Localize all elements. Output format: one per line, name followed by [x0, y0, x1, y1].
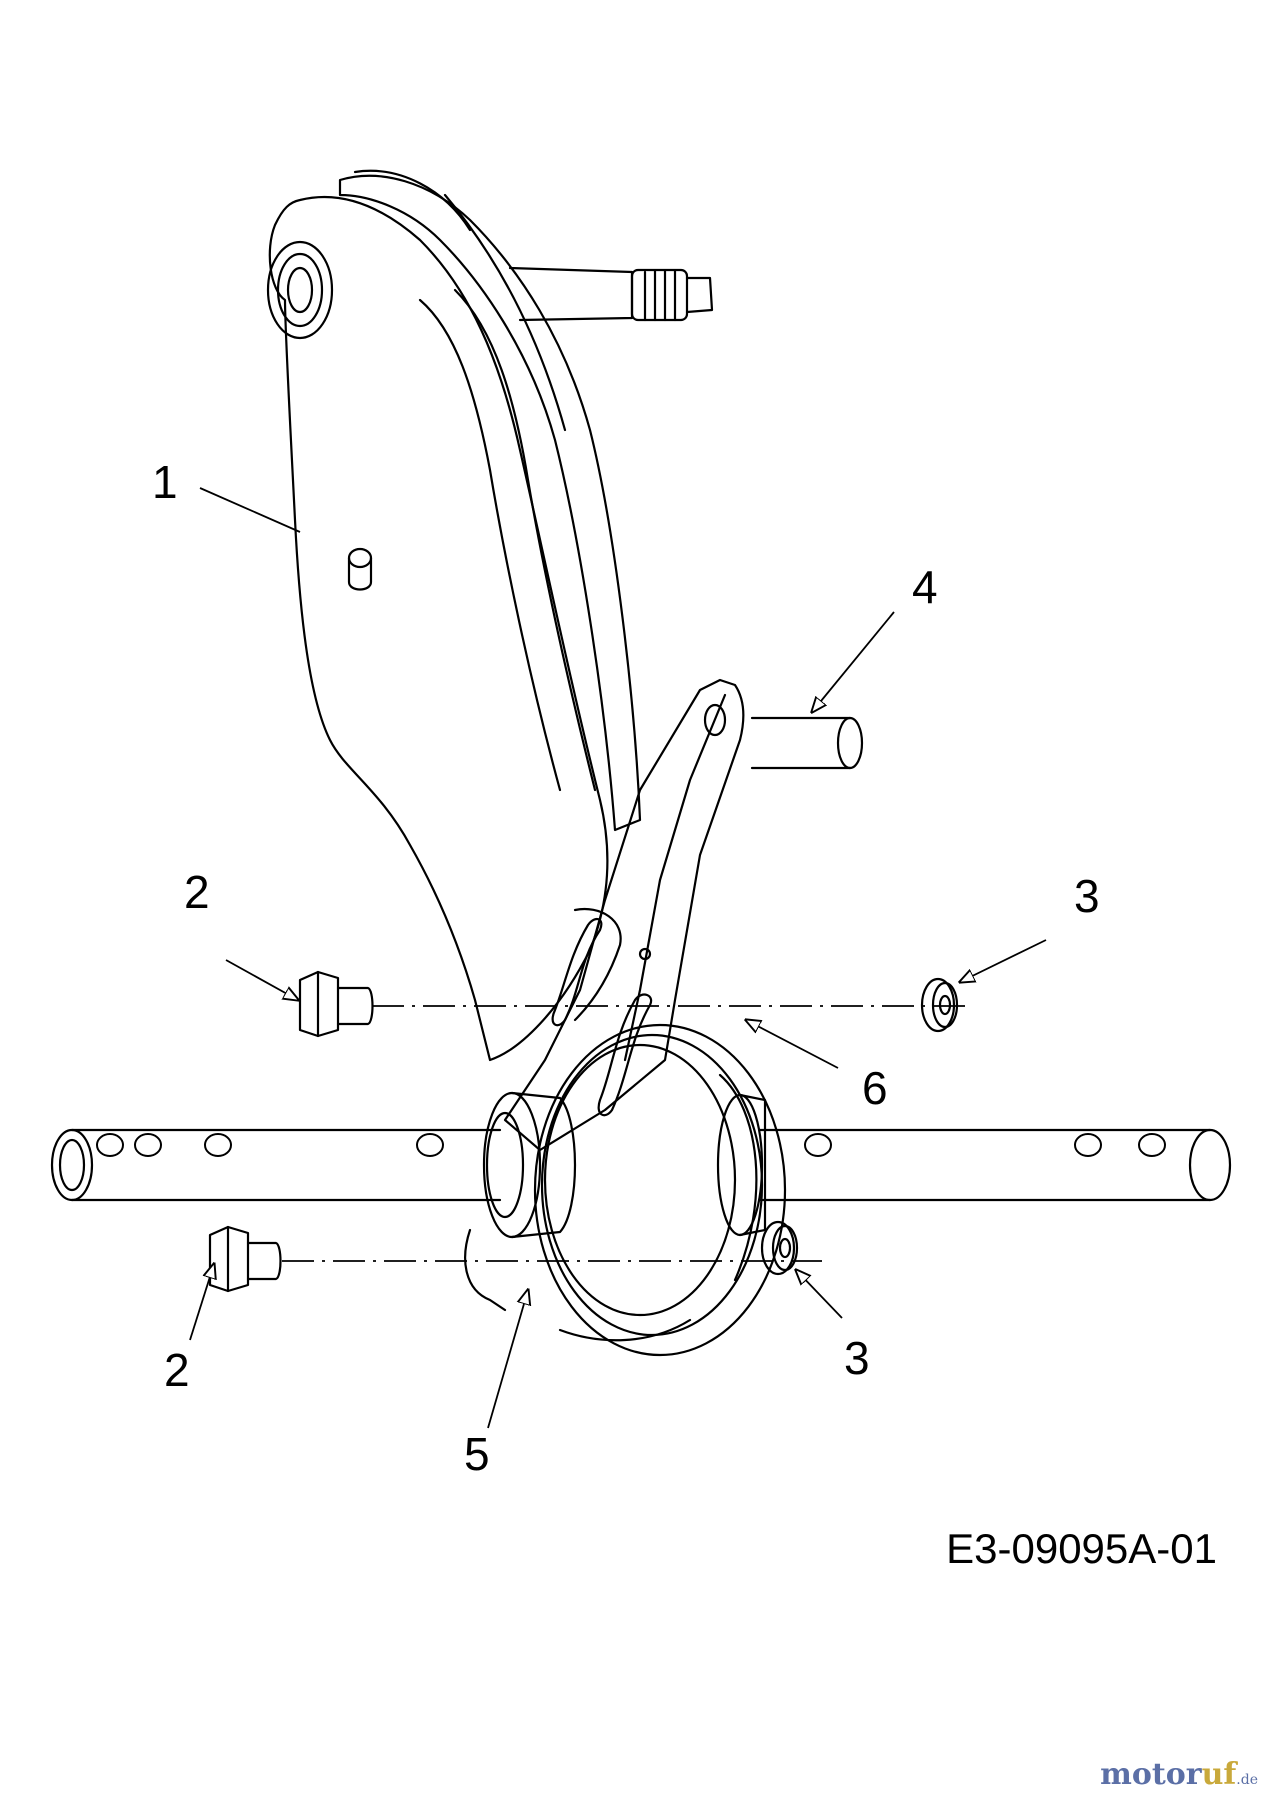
gear-housing: [268, 195, 609, 1062]
watermark-suffix: .de: [1236, 1772, 1258, 1788]
bracket-inner-edge: [623, 693, 727, 1062]
nut-lower: [760, 1220, 799, 1276]
housing-skirt: [464, 1228, 692, 1342]
bolt-upper: [298, 970, 374, 1038]
housing-pin: [347, 547, 373, 591]
stub-shaft: [750, 716, 864, 770]
housing-inner-rib: [418, 298, 562, 792]
upper-shaft: [508, 266, 714, 322]
axle-holes: [96, 1133, 1166, 1157]
callout-2-top: 2: [184, 866, 210, 918]
bracket-center-hole: [638, 947, 652, 961]
callout-5: 5: [464, 1428, 490, 1480]
callout-4: 4: [912, 561, 938, 613]
housing-back-flange: [338, 174, 642, 832]
bracket-hole: [703, 703, 727, 737]
bolt-lower: [208, 1225, 282, 1293]
leader-lines: [189, 487, 1047, 1429]
watermark-part2: uf: [1201, 1757, 1237, 1792]
assembly-centerlines: [282, 1005, 970, 1262]
callout-3-top: 3: [1074, 870, 1100, 922]
tine-axle: [50, 1128, 1232, 1202]
callout-6: 6: [862, 1062, 888, 1114]
watermark-part1: motor: [1100, 1757, 1202, 1792]
slot-upper: [551, 917, 603, 1027]
top-bearing: [266, 240, 334, 340]
lower-gear: [533, 1023, 787, 1357]
callout-1: 1: [152, 456, 178, 508]
housing-inner-rib-2: [453, 288, 597, 792]
slot-lower: [597, 993, 653, 1117]
motoruf-watermark: motoruf.de: [1100, 1757, 1258, 1792]
callout-2-bottom: 2: [164, 1344, 190, 1396]
housing-rim-line: [353, 169, 567, 432]
slot-plate-upper: [573, 907, 622, 1022]
callout-3-bottom: 3: [844, 1332, 870, 1384]
axle-hub: [482, 1091, 767, 1239]
drawing-code: E3-09095A-01: [946, 1525, 1217, 1572]
nut-upper: [920, 977, 959, 1033]
bracket-plate: [503, 678, 745, 1152]
